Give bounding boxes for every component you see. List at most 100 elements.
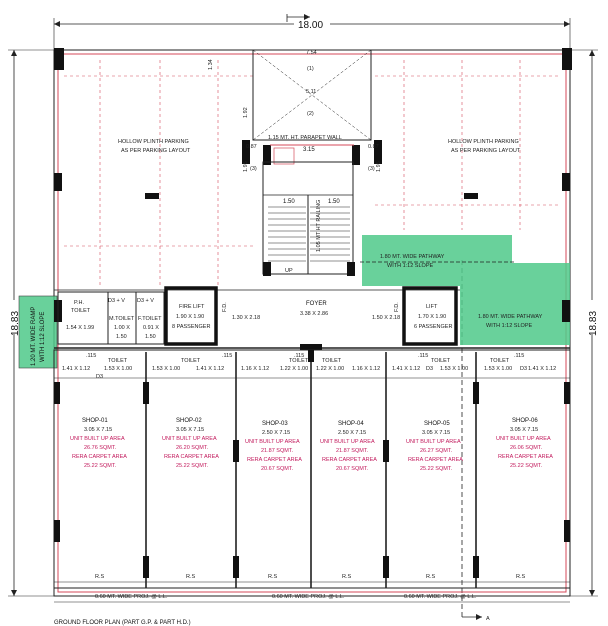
m-toilet-line2: 1.00 X bbox=[114, 325, 130, 331]
f-toilet-line1: F.TOILET bbox=[138, 316, 162, 322]
stair-width-mid: 1.92 bbox=[243, 107, 249, 118]
fire-lift-line1: FIRE LIFT bbox=[179, 304, 205, 310]
foyer-title: FOYER bbox=[306, 301, 327, 307]
shop-4-bu: 21.87 SQMT. bbox=[336, 448, 369, 454]
toilet-4-size: 1.22 X 1.00 bbox=[316, 366, 344, 372]
lift-line2: 1.70 X 1.90 bbox=[418, 314, 446, 320]
shop-4: SHOP-04 2.50 X 7.15 UNIT BUILT UP AREA 2… bbox=[320, 421, 377, 472]
toilet-3-label: TOILET bbox=[289, 358, 309, 364]
pathway-upper-line1: 1.80 MT. WIDE PATHWAY bbox=[380, 254, 445, 260]
shop-4-rc: 20.67 SQMT. bbox=[336, 466, 369, 472]
shop-1: SHOP-01 3.05 X 7.15 UNIT BUILT UP AREA 2… bbox=[70, 418, 127, 469]
parapet-left: 0.87 bbox=[246, 144, 257, 150]
shop-2-size: 3.05 X 7.15 bbox=[176, 427, 204, 433]
shop-2-bu-label: UNIT BUILT UP AREA bbox=[162, 436, 217, 442]
shop-2-bu: 26.20 SQMT. bbox=[176, 445, 209, 451]
shop-5-size: 3.05 X 7.15 bbox=[422, 430, 450, 436]
projection-3: 0.60 MT. WIDE PROJ. @ L.L. bbox=[404, 594, 477, 600]
shop-2-name: SHOP-02 bbox=[176, 418, 202, 424]
shutter-4: R.S bbox=[342, 574, 352, 580]
shop-6: SHOP-06 3.05 X 7.15 UNIT BUILT UP AREA 2… bbox=[496, 418, 553, 469]
wall-115-a: .115 bbox=[86, 353, 96, 359]
projection-1: 0.60 MT. WIDE PROJ. @ L.L. bbox=[95, 594, 168, 600]
toilet-6-label: TOILET bbox=[490, 358, 510, 364]
staircase: 1.50 1.50 1.05 MT HT RAILING UP bbox=[262, 161, 355, 276]
stair-up-label: UP bbox=[285, 268, 293, 274]
f-toilet-door: D3 + V bbox=[137, 298, 154, 304]
parking-right-line2: AS PER PARKING LAYOUT bbox=[451, 148, 521, 154]
stair-landing: 5.11 bbox=[306, 89, 316, 95]
shop-5-name: SHOP-05 bbox=[424, 421, 450, 427]
shutter-2: R.S bbox=[186, 574, 196, 580]
stair-mark2: (2) bbox=[307, 111, 314, 117]
shutter-6: R.S bbox=[516, 574, 526, 580]
toilet-2-side: 1.41 X 1.12 bbox=[196, 366, 224, 372]
fire-door-left: F.D. bbox=[222, 302, 228, 312]
stair-mark3-right: (3) bbox=[368, 166, 375, 172]
ph-toilet-line2: TOILET bbox=[71, 308, 91, 314]
shop-5-rc-label: RERA CARPET AREA bbox=[408, 457, 463, 463]
shop-strip bbox=[53, 349, 571, 589]
stair-tread-top: 7.54 bbox=[306, 50, 317, 56]
fire-lift-line2: 1.90 X 1.90 bbox=[176, 314, 204, 320]
f-toilet-line3: 1.50 bbox=[145, 334, 156, 340]
stair-half-left: 1.95 bbox=[243, 161, 249, 172]
toilet-2-size: 1.53 X 1.00 bbox=[152, 366, 180, 372]
parapet-label: 1.15 MT. HT. PARAPET WALL bbox=[268, 135, 342, 141]
left-dimension: 18.83 bbox=[6, 49, 54, 597]
toilet-4-label: TOILET bbox=[322, 358, 342, 364]
overall-depth-right: 18.83 bbox=[588, 311, 599, 336]
shop-6-rc-label: RERA CARPET AREA bbox=[498, 454, 553, 460]
shop-2: SHOP-02 3.05 X 7.15 UNIT BUILT UP AREA 2… bbox=[162, 418, 219, 469]
wall-115-b: .115 bbox=[222, 353, 232, 359]
plan-caption: GROUND FLOOR PLAN (PART G.P. & PART H.D.… bbox=[54, 620, 191, 626]
lift-line1: LIFT bbox=[426, 304, 438, 310]
parapet-width: 3.15 bbox=[303, 147, 315, 153]
toilet-1-label: TOILET bbox=[108, 358, 128, 364]
right-dimension: 18.83 bbox=[570, 49, 600, 597]
door-d3-1: D3 bbox=[96, 374, 103, 380]
toilet-4-side: 1.16 X 1.12 bbox=[352, 366, 380, 372]
toilet-3-size: 1.22 X 1.00 bbox=[280, 366, 308, 372]
shop-6-bu-label: UNIT BUILT UP AREA bbox=[496, 436, 551, 442]
projection: 0.60 MT. WIDE PROJ. @ L.L. 0.60 MT. WIDE… bbox=[54, 594, 570, 603]
ramp-line2: WITH 1:12 SLOPE bbox=[40, 312, 46, 362]
core-row: P.H. TOILET 1.54 X 1.99 M.TOILET 1.00 X … bbox=[54, 286, 570, 350]
lift bbox=[402, 286, 458, 346]
pathway-upper-line2: WITH 1:12 SLOPE bbox=[387, 263, 433, 269]
parking-grid bbox=[64, 60, 560, 285]
fire-lift bbox=[164, 286, 218, 346]
shop-3: SHOP-03 2.50 X 7.15 UNIT BUILT UP AREA 2… bbox=[245, 421, 302, 472]
shop-4-name: SHOP-04 bbox=[338, 421, 364, 427]
shutter-3: R.S bbox=[268, 574, 278, 580]
ramp bbox=[18, 295, 58, 369]
door-d3-6: D3 bbox=[520, 366, 527, 372]
landing-right: 1.50 bbox=[328, 199, 340, 205]
shop-5-rc: 25.22 SQMT. bbox=[420, 466, 453, 472]
shop-1-bu-label: UNIT BUILT UP AREA bbox=[70, 436, 125, 442]
parapet: 1.15 MT. HT. PARAPET WALL 3.15 0.87 0.87 bbox=[246, 135, 379, 165]
shop-partitions bbox=[54, 350, 570, 588]
lobby-right: 1.50 X 2.18 bbox=[372, 315, 400, 321]
pathway-right-line1: 1.80 MT. WIDE PATHWAY bbox=[478, 314, 543, 320]
m-toilet-line1: M.TOILET bbox=[109, 316, 135, 322]
foyer-size: 3.38 X 2.86 bbox=[300, 311, 328, 317]
shop-1-size: 3.05 X 7.15 bbox=[84, 427, 112, 433]
toilet-2-label: TOILET bbox=[181, 358, 201, 364]
toilet-5-side: 1.41 X 1.12 bbox=[392, 366, 420, 372]
top-dimension: 18.00 bbox=[53, 17, 571, 50]
overall-width-label: 18.00 bbox=[298, 20, 323, 31]
shop-5: SHOP-05 3.05 X 7.15 UNIT BUILT UP AREA 2… bbox=[406, 421, 463, 472]
toilet-6-size: 1.53 X 1.00 bbox=[484, 366, 512, 372]
wall-115-e: .115 bbox=[514, 353, 524, 359]
shop-2-rc: 25.22 SQMT. bbox=[176, 463, 209, 469]
ph-toilet-size: 1.54 X 1.99 bbox=[66, 325, 94, 331]
stair-half-right: 1.95 bbox=[376, 161, 382, 172]
pathway-area bbox=[362, 235, 570, 345]
projection-2: 0.60 MT. WIDE PROJ. @ L.L. bbox=[272, 594, 345, 600]
shop-6-rc: 25.22 SQMT. bbox=[510, 463, 543, 469]
railing-label: 1.05 MT HT RAILING bbox=[316, 200, 322, 252]
shop-1-rc-label: RERA CARPET AREA bbox=[72, 454, 127, 460]
toilet-5-label: TOILET bbox=[431, 358, 451, 364]
